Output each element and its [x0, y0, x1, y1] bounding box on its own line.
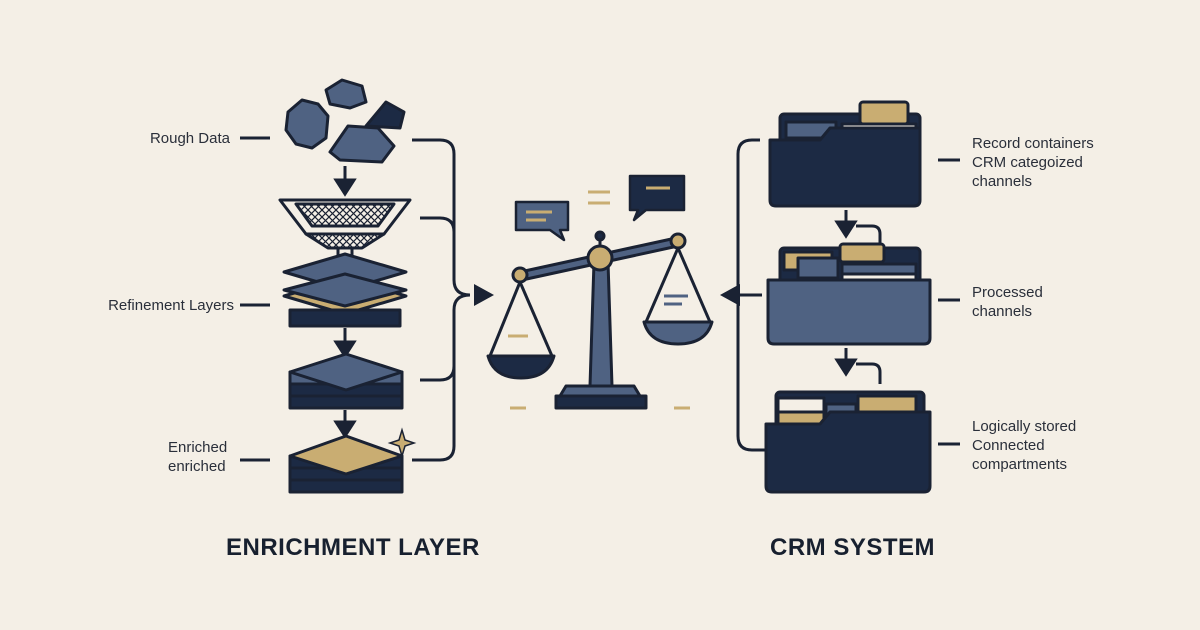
- arrow-down-icon: [333, 410, 357, 439]
- label-record-containers: Record containers CRM categoized channel…: [972, 134, 1094, 191]
- label-processed-line-2: channels: [972, 303, 1033, 320]
- label-record-line-1: Record containers: [972, 135, 1094, 152]
- decor-lines: [510, 190, 690, 410]
- label-processed-channels: Processed channels: [972, 283, 1043, 321]
- arrow-left-icon: [720, 284, 740, 306]
- label-stored-line-1: Logically stored: [972, 418, 1077, 435]
- heading-crm-system: CRM SYSTEM: [770, 534, 936, 561]
- label-enriched: Enriched enriched: [168, 438, 227, 476]
- label-enriched-line-1: Enriched: [168, 439, 228, 456]
- layer-stack-icon: [288, 434, 404, 494]
- speech-bubble-icon: [628, 174, 686, 222]
- folder-icon: [766, 242, 932, 346]
- label-stored-line-2: Connected: [972, 437, 1045, 454]
- layer-stack-icon: [288, 352, 404, 410]
- label-refinement-layers: Refinement Layers: [108, 297, 234, 314]
- folder-icon: [764, 390, 932, 494]
- balance-scale-icon: [486, 230, 714, 410]
- arrow-right-icon: [474, 284, 494, 306]
- label-record-line-2: CRM categoized: [972, 154, 1083, 171]
- label-connectors-left: [240, 136, 270, 462]
- label-logically-stored: Logically stored Connected compartments: [972, 417, 1076, 474]
- bracket-connector-right: [736, 138, 770, 452]
- layer-stack-icon: [282, 252, 408, 328]
- label-stored-line-3: compartments: [972, 456, 1068, 473]
- heading-enrichment-layer: ENRICHMENT LAYER: [226, 534, 480, 561]
- folder-icon: [768, 100, 922, 208]
- label-record-line-3: channels: [972, 173, 1033, 190]
- arrow-down-icon: [333, 328, 357, 359]
- arrow-down-icon: [834, 348, 882, 384]
- arrow-down-icon: [834, 210, 882, 244]
- bracket-connector-left: [412, 138, 471, 462]
- arrow-down-icon: [333, 166, 357, 197]
- label-enriched-line-2: enriched: [168, 458, 226, 475]
- rock-chunks-icon: [284, 78, 406, 164]
- label-processed-line-1: Processed: [972, 284, 1043, 301]
- label-rough-data: Rough Data: [149, 130, 230, 147]
- label-connectors-right: [938, 158, 960, 446]
- speech-bubble-icon: [514, 200, 570, 242]
- sparkle-icon: [387, 427, 417, 459]
